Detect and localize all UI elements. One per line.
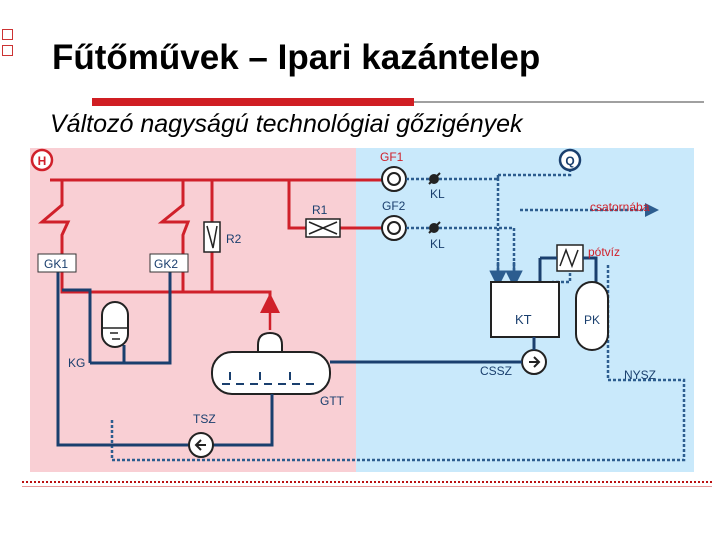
hot-zone: [30, 148, 356, 472]
csatornaba-label: csatornába: [590, 200, 650, 214]
title-underline-gray: [414, 101, 704, 103]
r2-label: R2: [226, 232, 242, 246]
title-underline-red: [92, 98, 414, 106]
decorative-square: [2, 29, 13, 40]
gk2-label: GK2: [154, 257, 178, 271]
gtt-deaerator: [211, 331, 331, 395]
decorative-square: [2, 45, 13, 56]
kg-vessel: [101, 301, 129, 348]
potviz-label: pótvíz: [588, 245, 620, 259]
slide-title: Fűtőművek – Ipari kazántelep: [52, 38, 541, 77]
gf2-label: GF2: [382, 199, 406, 213]
footer-line: [22, 486, 712, 487]
h-label: H: [38, 154, 47, 168]
kl1-label: KL: [430, 187, 445, 201]
kt-label: KT: [515, 312, 532, 327]
kg-label: KG: [68, 356, 85, 370]
r2-regulator: [203, 221, 221, 253]
gk1-label: GK1: [44, 257, 68, 271]
gf2-consumer: [381, 215, 407, 241]
gf1-consumer: [381, 166, 407, 192]
tsz-label: TSZ: [193, 412, 216, 426]
tsz-pump: [188, 432, 214, 458]
cssz-label: CSSZ: [480, 364, 512, 378]
gk2-boiler: [149, 253, 189, 273]
slide-subtitle: Változó nagyságú technológiai gőzigények: [50, 110, 523, 138]
q-circle: Q: [558, 148, 582, 172]
pk-label: PK: [584, 313, 600, 327]
h-circle: H: [30, 148, 54, 172]
makeup-water-line: [538, 256, 598, 290]
r1-regulator: [305, 218, 341, 238]
kl1-steam-trap: [428, 172, 441, 185]
kl2-label: KL: [430, 237, 445, 251]
nysz-label: NYSZ: [624, 368, 656, 382]
gf1-label: GF1: [380, 150, 404, 164]
gtt-label: GTT: [320, 394, 345, 408]
cssz-pump: [521, 349, 547, 375]
q-label: Q: [565, 154, 574, 168]
feedwater-network: [56, 270, 274, 447]
pk-tank: [575, 281, 609, 351]
footer-dotted-line: [22, 481, 712, 483]
kl2-steam-trap: [428, 221, 441, 234]
makeup-water-heater: [556, 244, 584, 272]
gk1-boiler: [37, 253, 77, 273]
r1-label: R1: [312, 203, 328, 217]
kt-tank: [490, 281, 560, 338]
condensate-pump-line: [330, 337, 536, 364]
